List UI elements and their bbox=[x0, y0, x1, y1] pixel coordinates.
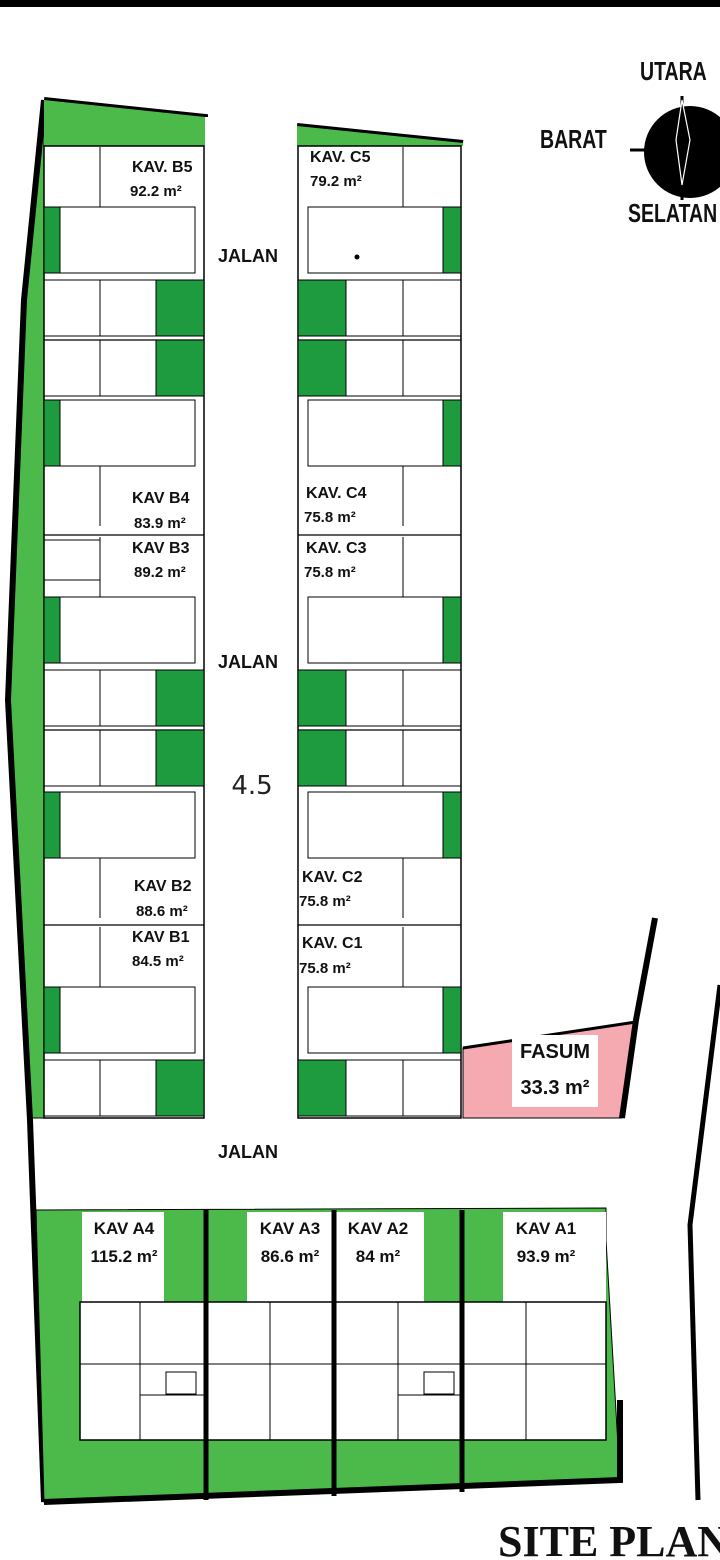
fasum-name: FASUM bbox=[520, 1041, 590, 1063]
plot-name: KAV A1 bbox=[516, 1219, 576, 1238]
plot-b4: KAV B4 83.9 m² bbox=[132, 490, 190, 532]
plot-area: 86.6 m² bbox=[261, 1247, 320, 1266]
boundary-line-left bbox=[4, 99, 47, 1503]
road-width-label: 4.5 bbox=[231, 771, 272, 801]
plot-name: KAV B4 bbox=[132, 490, 190, 507]
plot-a4: KAV A4 115.2 m² bbox=[90, 1219, 157, 1266]
compass-south-label: SELATAN bbox=[628, 198, 717, 227]
neighbor-road-line bbox=[687, 984, 720, 1501]
top-border bbox=[0, 0, 720, 7]
road-label-upper: JALAN bbox=[218, 246, 278, 266]
plot-c2: KAV. C2 75.8 m² bbox=[299, 869, 363, 910]
plot-c5: KAV. C5 79.2 m² bbox=[310, 149, 371, 190]
plot-c3: KAV. C3 75.8 m² bbox=[304, 540, 367, 581]
plot-area: 75.8 m² bbox=[304, 509, 356, 526]
plot-b5: KAV. B5 92.2 m² bbox=[130, 159, 193, 200]
plot-area: 84.5 m² bbox=[132, 953, 184, 970]
plot-name: KAV A2 bbox=[348, 1219, 408, 1238]
compass-west-label: BARAT bbox=[540, 124, 607, 153]
plot-c4: KAV. C4 75.8 m² bbox=[304, 485, 367, 526]
plot-area: 75.8 m² bbox=[299, 960, 351, 977]
plot-name: KAV. C5 bbox=[310, 149, 371, 166]
plot-area: 79.2 m² bbox=[310, 173, 362, 190]
plot-area: 83.9 m² bbox=[134, 515, 186, 532]
plot-name: KAV B1 bbox=[132, 929, 190, 946]
plot-area: 92.2 m² bbox=[130, 183, 182, 200]
plot-name: KAV. C4 bbox=[306, 485, 367, 502]
fasum-area-value: 33.3 m² bbox=[521, 1077, 590, 1099]
plot-c1: KAV. C1 75.8 m² bbox=[299, 935, 363, 977]
green-top-left bbox=[44, 100, 205, 146]
plot-area: 84 m² bbox=[356, 1247, 401, 1266]
plot-area: 115.2 m² bbox=[90, 1247, 157, 1266]
plot-name: KAV. B5 bbox=[132, 159, 193, 176]
plot-area: 89.2 m² bbox=[134, 564, 186, 581]
plot-a3: KAV A3 86.6 m² bbox=[260, 1219, 320, 1266]
plot-name: KAV B3 bbox=[132, 540, 190, 557]
plot-area: 93.9 m² bbox=[517, 1247, 576, 1266]
boundary-line-right bbox=[619, 917, 658, 1119]
plot-name: KAV B2 bbox=[134, 878, 192, 895]
road-label-middle: JALAN bbox=[218, 652, 278, 672]
block-b bbox=[43, 145, 205, 1119]
plot-name: KAV A4 bbox=[94, 1219, 155, 1238]
plot-b2: KAV B2 88.6 m² bbox=[134, 878, 192, 920]
block-c bbox=[297, 145, 462, 1119]
road-label-lower: JALAN bbox=[218, 1142, 278, 1162]
site-plan-title: SITE PLAN bbox=[498, 1517, 720, 1560]
plot-name: KAV A3 bbox=[260, 1219, 320, 1238]
fasum-label-bg bbox=[512, 1035, 598, 1107]
plot-name: KAV. C3 bbox=[306, 540, 367, 557]
green-top-right bbox=[297, 126, 463, 146]
road-vertical bbox=[205, 117, 297, 1117]
plot-area: 75.8 m² bbox=[304, 564, 356, 581]
plot-b1: KAV B1 84.5 m² bbox=[132, 929, 190, 970]
block-a bbox=[35, 1207, 623, 1505]
plot-name: KAV. C2 bbox=[302, 869, 363, 886]
compass-rose bbox=[630, 96, 720, 200]
plot-area: 88.6 m² bbox=[136, 903, 188, 920]
plot-a1: KAV A1 93.9 m² bbox=[516, 1219, 576, 1266]
compass-north-label: UTARA bbox=[640, 56, 707, 85]
plot-b3: KAV B3 89.2 m² bbox=[132, 540, 190, 581]
plot-a2: KAV A2 84 m² bbox=[348, 1219, 408, 1266]
plot-area: 75.8 m² bbox=[299, 893, 351, 910]
plot-name: KAV. C1 bbox=[302, 935, 363, 952]
